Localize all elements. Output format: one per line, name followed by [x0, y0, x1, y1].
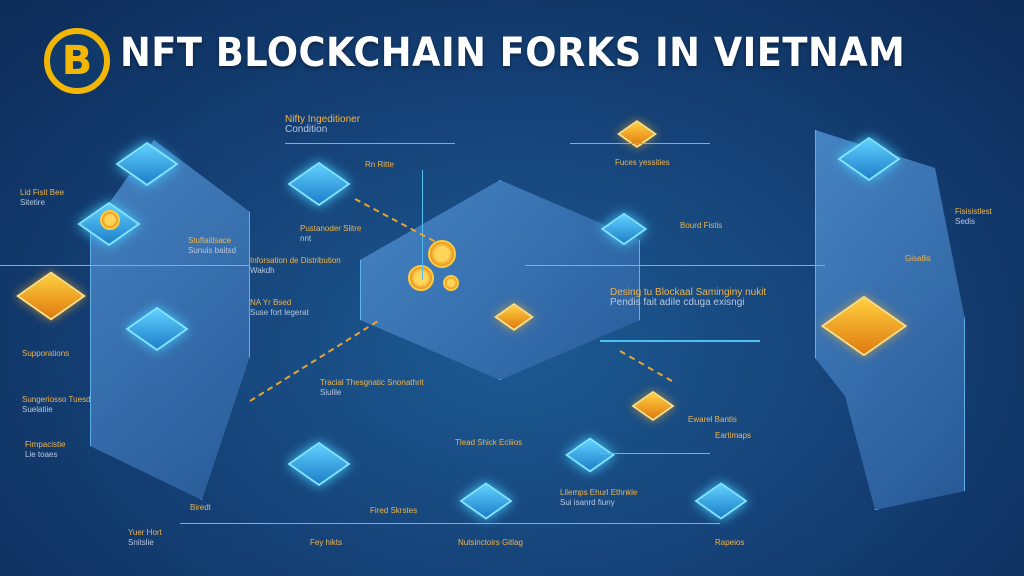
label: Nutsinctoirs Gitlag [458, 538, 523, 547]
block-cube [565, 437, 615, 473]
connector-line [600, 340, 760, 342]
connector-line [600, 453, 710, 454]
connector-line [422, 170, 423, 280]
coin-icon [443, 275, 459, 291]
connector-line [0, 265, 250, 266]
label: Rapeios [715, 538, 745, 547]
label: Fired Skrstes [370, 506, 418, 515]
label: Tlead Shick Eciiios [455, 438, 523, 447]
block-cube [459, 482, 513, 520]
connector-line [525, 265, 825, 266]
label: Bourd Fistis [680, 221, 723, 230]
connector-line [180, 523, 720, 524]
center-platform [360, 180, 640, 380]
label: Rn Ritte [365, 160, 394, 169]
label: Gisallis [905, 254, 931, 263]
dashed-arrow [619, 350, 673, 382]
gold-block [16, 271, 86, 321]
label: Biredt [190, 503, 211, 512]
coin-icon [428, 240, 456, 268]
label: Ewarel Bantis [688, 415, 737, 424]
block-cube [694, 482, 748, 520]
label: Fuces yessities [615, 158, 670, 167]
label: Eartimaps [715, 431, 752, 440]
coin-icon [408, 265, 434, 291]
page-title: NFT BLOCKCHAIN FORKS IN VIETNAM [120, 30, 906, 76]
label: Supporations [22, 349, 70, 358]
block-cube [287, 441, 351, 487]
connector-line [570, 143, 710, 144]
block-cube [287, 161, 351, 207]
brand-logo-icon: B [44, 28, 110, 94]
gold-block [631, 390, 675, 422]
label: Fey hikts [310, 538, 343, 547]
connector-line [285, 143, 455, 144]
coin-icon [100, 210, 120, 230]
